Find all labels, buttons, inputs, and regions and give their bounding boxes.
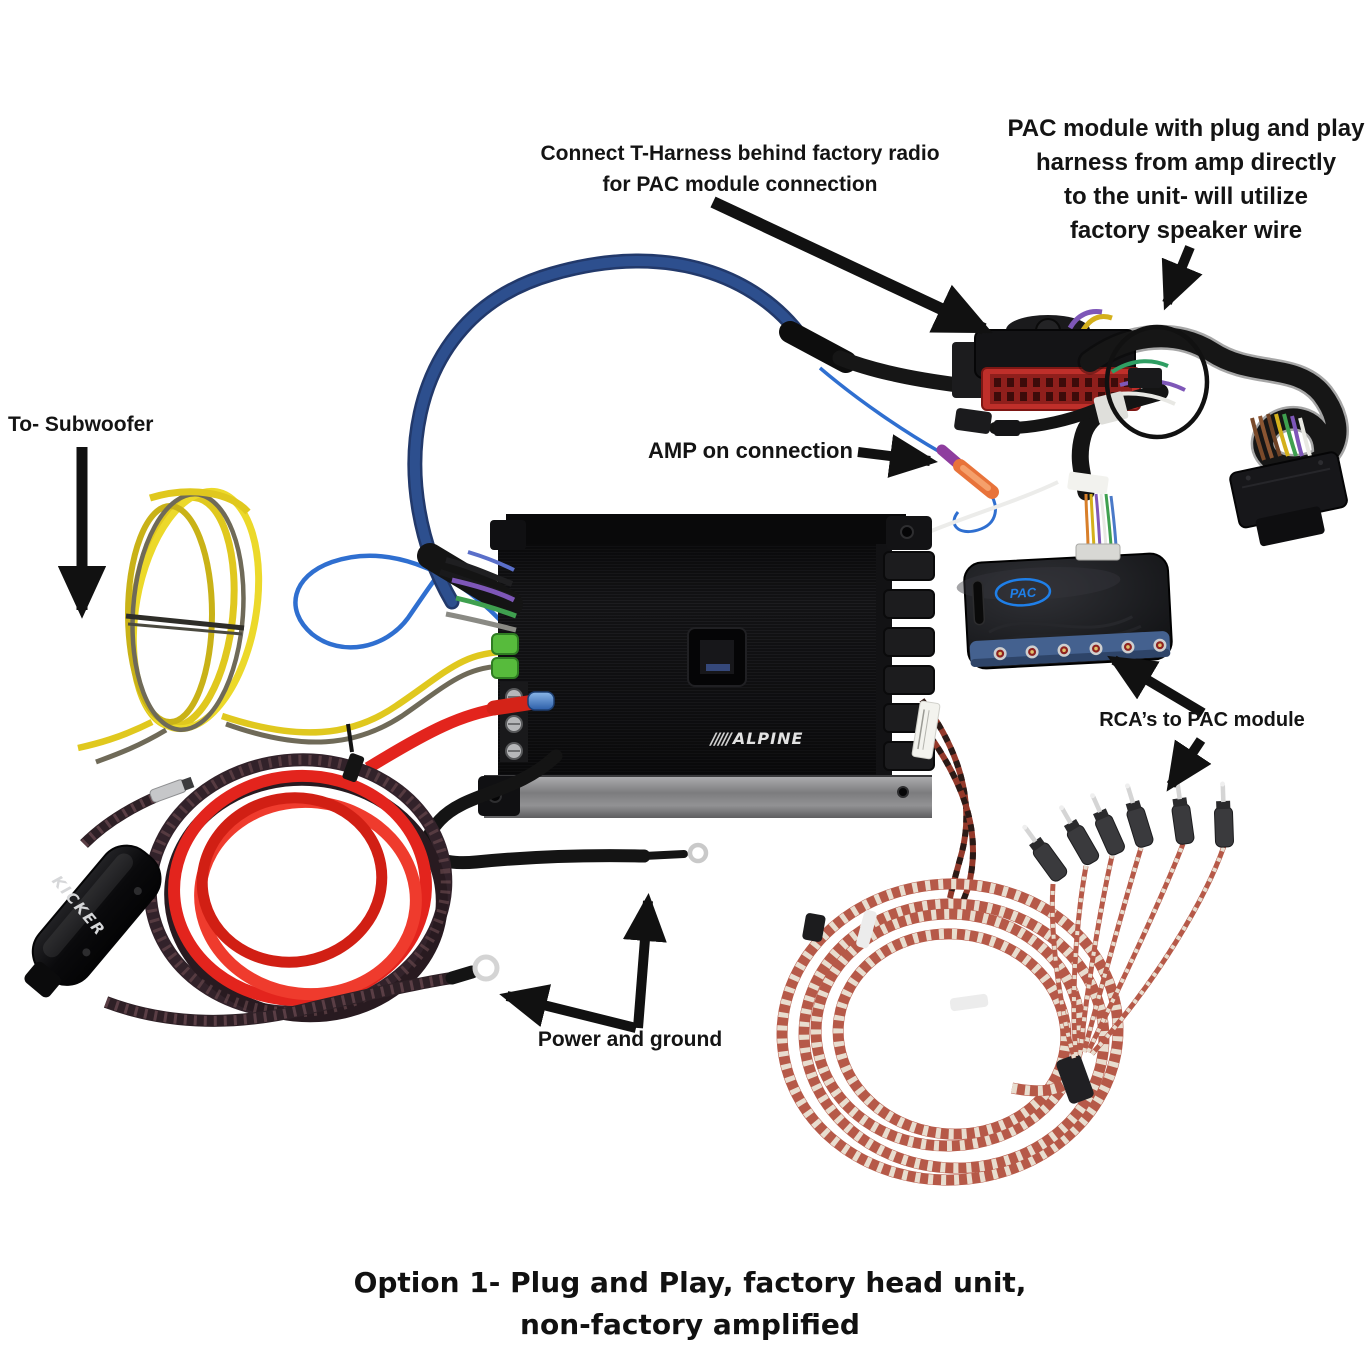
mount-screw-hole [900,525,914,539]
arrow-rca-plugs [1166,737,1212,792]
remote-wire-blue [293,553,502,650]
arrow-ground-terminal [499,984,638,1033]
label-pac-module: PAC module with plug and play harness fr… [1008,112,1365,248]
alpine-logo: /////ALPINE [662,729,852,748]
white-tie [949,993,989,1012]
alpine-logo-text: ALPINE [732,729,804,748]
black-clip [802,913,826,942]
label-t-harness-line2: for PAC module connection [602,173,878,196]
blue-signal-cable [407,253,990,610]
pac-logo-text: PAC [1009,585,1037,601]
caption-line2: non-factory amplified [520,1308,860,1341]
rca-fanout [1022,778,1234,1059]
arrow-amp-on [857,434,938,478]
label-pac-line1: PAC module with plug and play [1007,115,1365,142]
circle-highlight [1104,324,1210,440]
speaker-clip [491,657,519,679]
label-t-harness-line1: Connect T-Harness behind factory radio [540,142,940,165]
white-tie [856,909,877,949]
rca-plugs [1022,778,1234,882]
label-rca: RCA’s to PAC module [1099,709,1305,731]
power-ring-ferrule [527,691,555,711]
arrow-pac-module [1161,245,1203,311]
label-power-ground: Power and ground [537,1028,723,1051]
label-pac-line2: harness from amp directly [1035,149,1337,176]
caption-line1: Option 1- Plug and Play, factory head un… [353,1266,1027,1299]
arrow-rca-to-pac [1107,655,1206,718]
subwoofer-wire-coil [77,487,507,765]
pac-rca-jacks [993,638,1167,661]
pac-logo-oval [994,578,1052,607]
label-subwoofer: To- Subwoofer [8,413,154,436]
ground-ring-terminal-large [472,954,500,982]
speaker-clip [491,633,519,655]
arrow-t-harness [710,196,993,335]
arrow-power-wire [622,893,667,1029]
pac-top-connector [1075,543,1121,561]
kicker-fuse-holder [24,776,500,1027]
label-pac-line4: factory speaker wire [1069,217,1303,244]
label-t-harness: Connect T-Harness behind factory radio f… [540,138,939,200]
alpine-amplifier [478,514,935,818]
ground-ring-terminal-small [687,842,709,864]
inline-connector [1128,368,1162,388]
label-pac-line3: to the unit- will utilize [1064,183,1308,210]
speaker-wire-loom [417,543,523,633]
alpine-logo-slashes: ///// [710,729,732,748]
zip-tie [342,753,365,783]
rca-junction-clip [1056,1054,1094,1104]
amp-emblem [687,627,747,687]
vehicle-harness-connector [1229,413,1348,547]
caption: Option 1- Plug and Play, factory head un… [354,1262,1027,1346]
rca-cable-coil [776,878,1124,1186]
amp-bottom-rail [484,776,932,818]
label-amp-on: AMP on connection [648,438,853,463]
